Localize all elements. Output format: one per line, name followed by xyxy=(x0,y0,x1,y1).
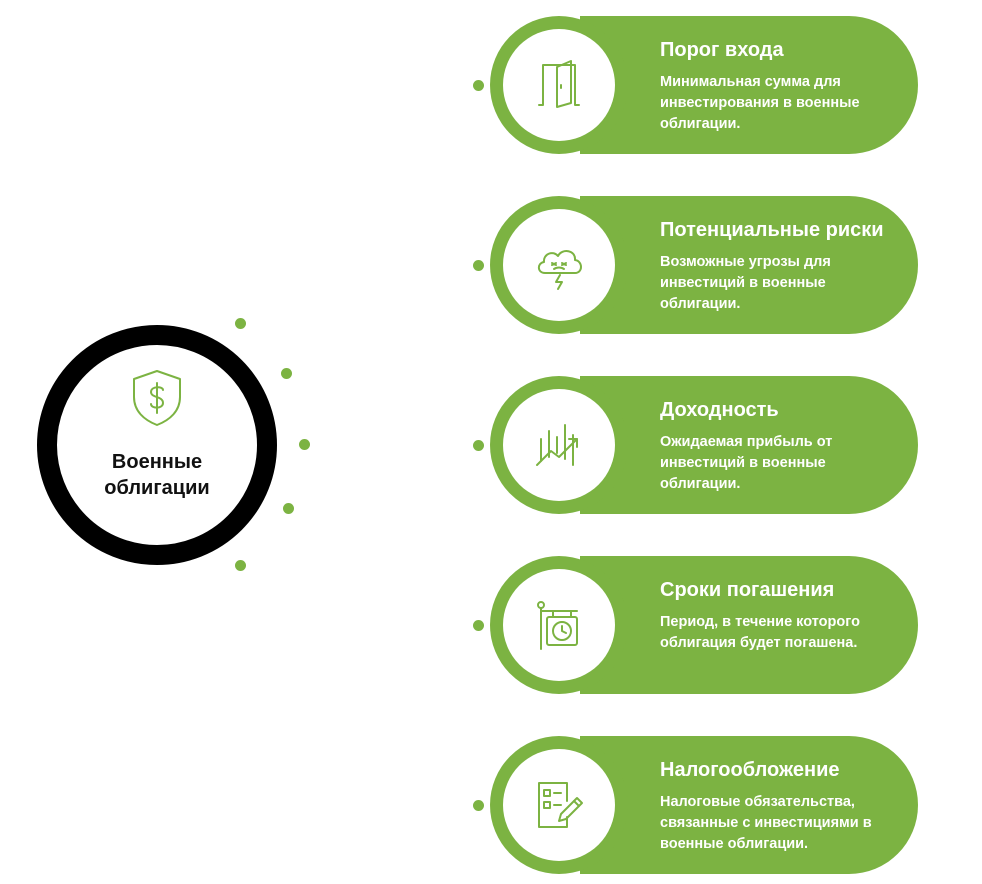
item-entry-threshold: Порог входа Минимальная сумма для инвест… xyxy=(470,16,950,154)
item-badge xyxy=(490,556,628,694)
item-title: Потенциальные риски xyxy=(660,219,884,241)
hub-title: Военные облигации xyxy=(104,451,210,499)
hub-connector-dot xyxy=(283,503,294,514)
clock-sign-icon xyxy=(537,601,578,650)
item-badge xyxy=(490,376,628,514)
item-badge xyxy=(490,16,628,154)
item-pill xyxy=(580,196,918,334)
item-yield: Доходность Ожидаемая прибыль от инвестиц… xyxy=(470,376,950,514)
hub-connector-dot xyxy=(299,439,310,450)
item-badge xyxy=(490,736,628,874)
center-hub: Военные облигации xyxy=(37,325,277,565)
tax-form-pen-icon xyxy=(538,782,583,828)
item-connector-dot xyxy=(473,80,484,91)
item-title: Сроки погашения xyxy=(660,579,835,601)
item-title: Налогообложение xyxy=(660,759,840,781)
hub-connector-dot xyxy=(281,368,292,379)
item-maturity: Сроки погашения Период, в течение которо… xyxy=(470,556,950,694)
item-title: Доходность xyxy=(660,399,779,421)
item-pill xyxy=(580,376,918,514)
item-taxation: Налогообложение Налоговые обязательства,… xyxy=(470,736,950,874)
item-title: Порог входа xyxy=(660,39,784,61)
item-description: Налоговые обязательства, связанные с инв… xyxy=(660,794,872,852)
item-connector-dot xyxy=(473,440,484,451)
item-badge xyxy=(490,196,628,334)
item-description: Возможные угрозы для инвестиций в военны… xyxy=(660,254,831,312)
item-description: Ожидаемая прибыль от инвестиций в военны… xyxy=(660,434,833,492)
item-pill xyxy=(580,16,918,154)
item-connector-dot xyxy=(473,620,484,631)
storm-cloud-icon xyxy=(537,250,582,290)
door-icon xyxy=(538,60,580,108)
hub-connector-dot xyxy=(235,560,246,571)
hub-connector-dot xyxy=(235,318,246,329)
item-description: Минимальная сумма для инвестирования в в… xyxy=(660,74,860,132)
shield-dollar-icon xyxy=(133,370,181,426)
item-connector-dot xyxy=(473,800,484,811)
growth-chart-icon xyxy=(536,424,578,466)
item-description: Период, в течение которого облигация буд… xyxy=(660,614,860,651)
item-pill xyxy=(580,736,918,874)
item-potential-risks: Потенциальные риски Возможные угрозы для… xyxy=(470,196,950,334)
item-pill xyxy=(580,556,918,694)
item-connector-dot xyxy=(473,260,484,271)
